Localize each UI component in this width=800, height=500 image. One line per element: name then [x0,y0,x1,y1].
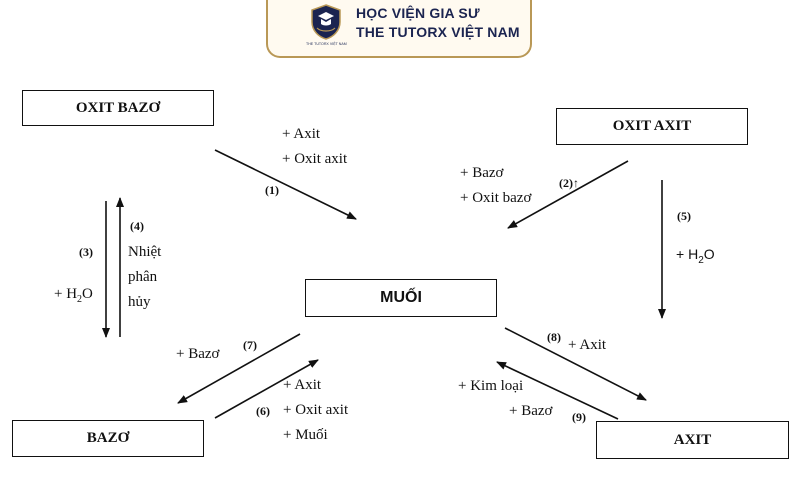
arrow-8-muoi-to-axit [504,327,647,401]
number-6: (6) [256,404,270,418]
label-3-suffix: O [82,286,93,302]
label-reaction-8: + Axit [568,337,607,353]
label-2-line2: + Oxit bazơ [460,190,532,206]
box-axit: AXIT [596,421,789,459]
label-reaction-7: + Bazơ [176,346,220,362]
number-2: (2)↑ [559,177,579,189]
label-3-prefix: + H [54,286,78,302]
label-3-sub: 2 [77,294,83,305]
label-reaction-3: + H2O [54,287,93,305]
number-1: (1) [265,183,279,197]
label-reaction-2: + Bazơ + Oxit bazơ [460,161,531,211]
box-bazo: BAZƠ [12,420,204,457]
number-7: (7) [243,338,257,352]
label-5-suffix: O [703,246,715,262]
number-9: (9) [572,410,586,424]
label-4-line2: phân [128,269,158,285]
up-arrow-icon: ↑ [573,176,579,190]
label-reaction-9-line2: + Bazơ [509,403,553,419]
label-6-line1: + Axit [283,377,322,393]
arrow-9-axit-to-muoi [496,361,619,420]
label-5-sub: 2 [698,254,704,266]
number-8: (8) [547,330,561,344]
label-4-line1: Nhiệt [128,244,162,260]
label-reaction-1: + Axit + Oxit axit [282,122,347,172]
label-5-prefix: + H [676,246,699,262]
number-2-text: (2) [559,176,573,190]
box-muoi: MUỐI [305,279,497,317]
arrow-7-muoi-to-bazo [177,333,301,404]
label-6-line2: + Oxit axit [283,402,349,418]
label-4-line3: hủy [128,294,151,310]
logo-caption: THE TUTORX VIỆT NAM [306,42,347,46]
label-1-line2: + Oxit axit [282,151,348,167]
label-reaction-4: Nhiệt phân hủy [128,240,161,315]
label-reaction-9-line1: + Kim loại [458,378,524,394]
label-reaction-5: + H2O [676,247,715,266]
label-6-line3: + Muối [283,427,328,443]
number-3: (3) [79,245,93,259]
label-2-line1: + Bazơ [460,165,504,181]
banner-title-line1: HỌC VIỆN GIA SƯ [356,5,480,21]
box-oxit-bazo: OXIT BAZƠ [22,90,214,126]
arrow-2-oxit-axit-to-muoi [507,160,629,229]
header-banner: THE TUTORX VIỆT NAM HỌC VIỆN GIA SƯ THE … [266,0,532,58]
arrow-1-oxit-bazo-to-muoi [214,149,357,220]
shield-logo-icon [311,4,341,40]
box-oxit-axit: OXIT AXIT [556,108,748,145]
banner-title-line2: THE TUTORX VIỆT NAM [356,24,520,40]
label-1-line1: + Axit [282,126,321,142]
arrow-6-bazo-to-muoi [214,359,319,419]
number-5: (5) [677,209,691,223]
number-4: (4) [130,219,144,233]
label-reaction-6: + Axit + Oxit axit + Muối [283,373,348,448]
logo: THE TUTORX VIỆT NAM [306,2,347,48]
